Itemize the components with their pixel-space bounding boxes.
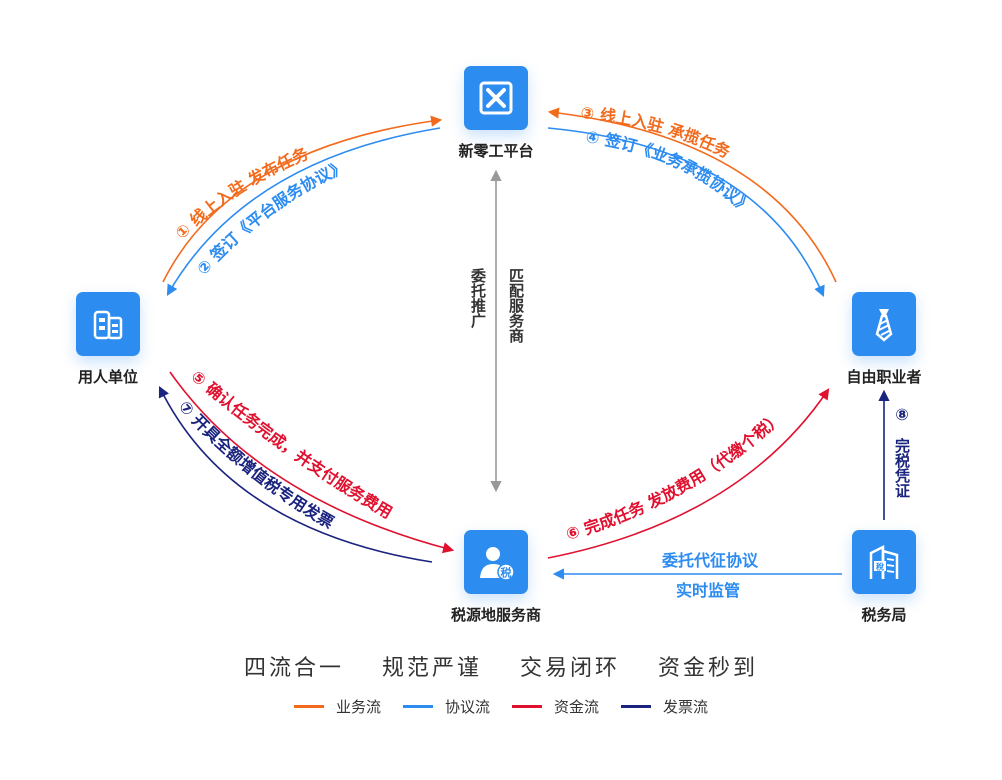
legend-label: 资金流: [554, 698, 600, 716]
tax-sign-text: 稅: [876, 562, 885, 572]
node-local-service: 税 税源地服务商: [451, 530, 541, 625]
arrow-employer-to-service: [169, 371, 455, 554]
arrow-platform-to-employer: [166, 127, 441, 296]
tagline-item: 规范严谨: [381, 656, 482, 681]
tagline-item: 四流合一: [243, 656, 344, 681]
legend-label: 业务流: [335, 698, 381, 716]
person-tax-icon: 税: [464, 530, 528, 594]
tax-badge-text: 税: [501, 566, 512, 580]
legend-label: 发票流: [663, 698, 709, 716]
legend-swatch: [512, 705, 542, 708]
node-freelancer: 自由职业者: [847, 292, 922, 387]
legend-swatch: [621, 705, 652, 708]
commission-label: 委托推广: [469, 267, 487, 329]
freelancer-label: 自由职业者: [846, 368, 922, 386]
legend-swatch: [402, 705, 433, 708]
tie-icon: [852, 292, 916, 356]
arrow-employer-to-platform: [162, 115, 443, 283]
tax-agency-label: 委托代征协议: [661, 551, 759, 570]
flow-label-6: ⑥ 完成任务 发放费用（代缴个税）: [564, 408, 786, 544]
legend-item-funds: 资金流: [512, 696, 599, 717]
tagline: 四流合一 规范严谨 交易闭环 资金秒到: [0, 650, 1002, 682]
legend-label: 协议流: [444, 698, 490, 716]
arrow-service-to-freelancer: [547, 388, 830, 559]
employer-label: 用人单位: [77, 368, 138, 386]
tagline-item: 交易闭环: [520, 656, 621, 681]
arrow-service-to-employer: [158, 385, 433, 563]
legend-item-business: 业务流: [293, 696, 381, 717]
matching-label: 匹配服务商: [507, 268, 525, 344]
arrow-platform-to-freelancer: [547, 127, 825, 298]
platform-label: 新零工平台: [458, 142, 534, 160]
node-platform: 新零工平台: [459, 66, 534, 161]
legend-item-agreement: 协议流: [402, 696, 490, 717]
tax-receipt-label: 完税凭证: [893, 437, 911, 498]
legend-item-invoice: 发票流: [621, 696, 708, 717]
tagline-item: 资金秒到: [658, 656, 759, 681]
arrow-freelancer-to-platform: [547, 107, 837, 283]
flow-label-4: ④ 签订《业务承揽协议》: [585, 127, 756, 217]
x-logo-icon: [464, 66, 528, 130]
step-8-number: ⑧: [895, 405, 909, 424]
tax-bureau-label: 税务局: [861, 606, 907, 624]
legend-swatch: [293, 705, 324, 708]
realtime-monitor-label: 实时监管: [676, 581, 740, 600]
legend: 业务流 协议流 资金流 发票流: [0, 696, 1002, 717]
buildings-icon: [76, 292, 140, 356]
node-employer: 用人单位: [76, 292, 140, 387]
local-service-label: 税源地服务商: [451, 606, 542, 624]
node-tax-bureau: 稅 税务局: [852, 530, 916, 625]
tax-building-icon: 稅: [852, 530, 916, 594]
